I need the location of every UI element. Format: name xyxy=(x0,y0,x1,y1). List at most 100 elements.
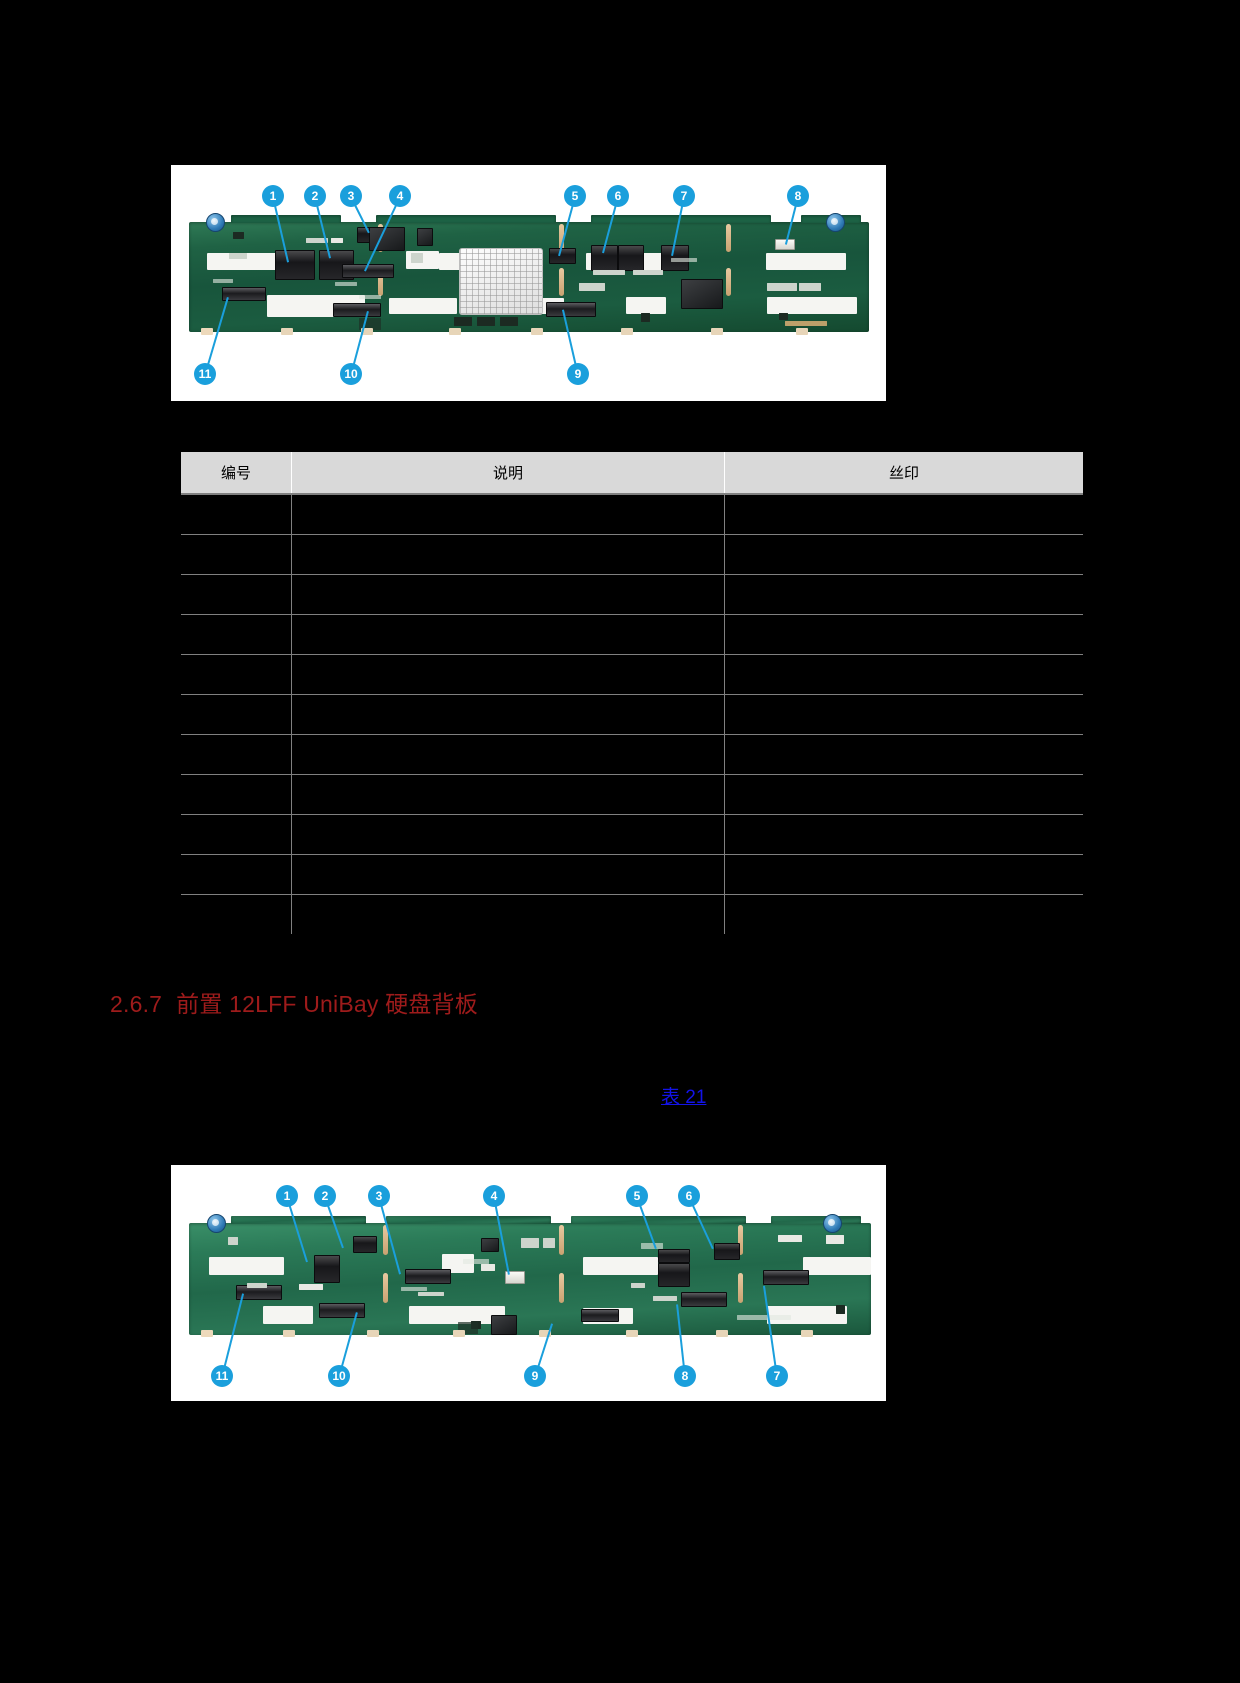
table-row xyxy=(181,494,1083,535)
smd-component xyxy=(593,270,625,275)
cell-silkscreen xyxy=(724,774,1083,815)
table-body xyxy=(181,494,1083,934)
section-title-text: 前置 12LFF UniBay 硬盘背板 xyxy=(176,991,478,1017)
callout-marker-5: 5 xyxy=(564,185,586,207)
table-row xyxy=(181,734,1083,775)
ejector-latch xyxy=(738,1273,743,1303)
cell-description xyxy=(291,894,725,934)
smd-component xyxy=(306,238,328,243)
ejector-latch xyxy=(378,268,383,296)
cell-silkscreen xyxy=(724,814,1083,855)
board-foot xyxy=(367,1330,379,1337)
sata-connector-group xyxy=(658,1249,690,1263)
mini-sas-connector xyxy=(681,1292,727,1307)
smd-component xyxy=(653,1296,677,1301)
cell-silkscreen xyxy=(724,574,1083,615)
cell-number xyxy=(181,854,292,895)
smd-component xyxy=(543,1238,555,1248)
callout-marker-4: 4 xyxy=(389,185,411,207)
signal-connector xyxy=(505,1271,525,1284)
cell-number xyxy=(181,694,292,735)
mini-sas-connector xyxy=(319,1303,365,1318)
callout-marker-6: 6 xyxy=(678,1185,700,1207)
callout-marker-11: 11 xyxy=(194,363,216,385)
ejector-latch xyxy=(559,268,564,296)
controller-chip xyxy=(681,279,723,309)
smd-component xyxy=(247,1283,267,1288)
callout-marker-7: 7 xyxy=(766,1365,788,1387)
drive-bay-window xyxy=(803,1257,871,1275)
sata-connector-group xyxy=(314,1255,340,1283)
silkscreen-marking xyxy=(359,295,381,299)
ejector-latch xyxy=(726,224,731,252)
board-foot xyxy=(201,328,213,335)
callout-marker-9: 9 xyxy=(524,1365,546,1387)
pcb-top-notch xyxy=(771,1216,861,1224)
column-header-number: 编号 xyxy=(181,452,292,494)
callout-marker-8: 8 xyxy=(787,185,809,207)
silkscreen-marking xyxy=(671,258,697,262)
sata-connector-group xyxy=(275,250,315,280)
cell-description xyxy=(291,614,725,655)
ejector-latch xyxy=(726,268,731,296)
smd-component xyxy=(779,313,788,320)
captive-thumbscrew xyxy=(206,213,225,232)
board-foot xyxy=(531,328,543,335)
silkscreen-marking xyxy=(641,1243,663,1249)
table-row xyxy=(181,534,1083,575)
smd-component xyxy=(229,253,247,259)
power-connector xyxy=(353,1236,377,1253)
cell-description xyxy=(291,494,725,535)
smd-component xyxy=(631,1283,645,1288)
ejector-latch xyxy=(559,1273,564,1303)
table-row xyxy=(181,574,1083,615)
drive-bay-window xyxy=(207,253,287,270)
cell-number xyxy=(181,734,292,775)
smd-component xyxy=(785,321,827,326)
callout-marker-3: 3 xyxy=(340,185,362,207)
board-foot xyxy=(796,328,808,335)
smd-component xyxy=(477,317,495,326)
silkscreen-marking xyxy=(401,1287,427,1291)
cell-silkscreen xyxy=(724,534,1083,575)
controller-chip xyxy=(417,228,433,246)
controller-chip xyxy=(369,227,405,251)
table-reference-link[interactable]: 表 21 xyxy=(661,1087,707,1108)
sata-connector-group xyxy=(658,1263,690,1287)
smd-component xyxy=(633,270,663,275)
smd-component xyxy=(228,1237,238,1245)
ejector-latch xyxy=(383,1225,388,1255)
controller-chip xyxy=(491,1315,517,1335)
cell-description xyxy=(291,734,725,775)
table-row xyxy=(181,894,1083,934)
board-foot xyxy=(453,1330,465,1337)
cell-number xyxy=(181,574,292,615)
callout-marker-11: 11 xyxy=(211,1365,233,1387)
smd-component xyxy=(778,1235,802,1242)
table-row xyxy=(181,814,1083,855)
captive-thumbscrew xyxy=(207,1214,226,1233)
smd-component xyxy=(521,1238,539,1248)
board-foot xyxy=(716,1330,728,1337)
callout-marker-1: 1 xyxy=(262,185,284,207)
cell-description xyxy=(291,694,725,735)
table-header-row: 编号 说明 丝印 xyxy=(181,452,1083,494)
board-foot xyxy=(201,1330,213,1337)
callout-marker-10: 10 xyxy=(328,1365,350,1387)
pcb-top-notch xyxy=(571,1216,746,1224)
cell-silkscreen xyxy=(724,854,1083,895)
smd-component xyxy=(641,313,650,322)
silkscreen-marking xyxy=(463,1259,489,1264)
board-foot xyxy=(539,1330,551,1337)
smd-component xyxy=(500,317,518,326)
cell-number xyxy=(181,814,292,855)
board-foot xyxy=(711,328,723,335)
smd-component xyxy=(836,1305,845,1314)
cell-silkscreen xyxy=(724,494,1083,535)
callout-marker-3: 3 xyxy=(368,1185,390,1207)
board-foot xyxy=(283,1330,295,1337)
callout-marker-7: 7 xyxy=(673,185,695,207)
